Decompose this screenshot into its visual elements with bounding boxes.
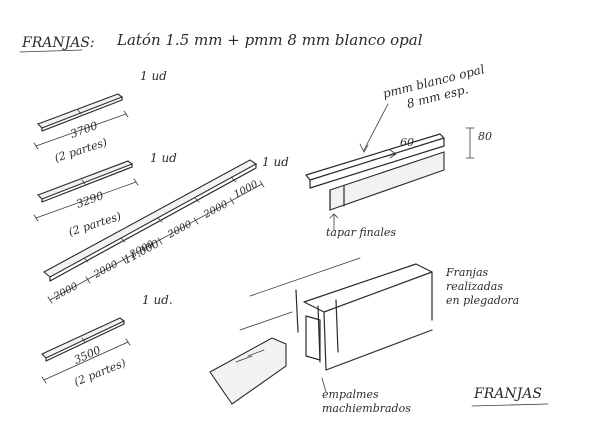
piece-3-segment-5: 2000	[201, 199, 230, 221]
assembly-label-2: realizadas	[446, 280, 503, 293]
piece-2-length: 3290	[75, 189, 106, 211]
assembly-label-1: Franjas	[445, 266, 489, 279]
piece-3-segment-6: 1000	[232, 179, 260, 201]
piece-1-qty: 1 ud	[140, 69, 167, 83]
profile-leader-line	[363, 103, 389, 151]
piece-2-dimension-line	[35, 181, 137, 219]
profile-width: 60	[400, 136, 414, 149]
profile-height-dimension	[465, 127, 475, 159]
piece-4-bar	[41, 317, 126, 362]
material-spec: Latón 1.5 mm + pmm 8 mm blanco opal	[116, 31, 423, 49]
piece-1-length: 3700	[69, 119, 100, 141]
footer-title: FRANJAS	[473, 386, 542, 402]
assembly-channel	[209, 257, 433, 405]
profile-height: 80	[478, 130, 492, 143]
piece-2-qty: 1 ud	[150, 151, 177, 165]
end-cap-arrow	[329, 213, 339, 231]
piece-1-bar	[37, 93, 124, 132]
piece-3-bar	[43, 159, 258, 282]
piece-3-total: 11.000	[121, 237, 161, 267]
joints-label-2: machiembrados	[322, 402, 411, 415]
piece-3-qty: 1 ud	[262, 155, 289, 169]
footer-title-underline	[471, 403, 549, 407]
piece-4-dimension-line	[43, 341, 129, 381]
joints-label-1: empalmes	[322, 388, 379, 401]
piece-1-dimension-line	[35, 113, 127, 147]
piece-2-bar	[37, 160, 134, 203]
end-cap-label: tapar finales	[326, 226, 396, 239]
assembly-label-3: en plegadora	[446, 294, 519, 307]
sheet-label-underline	[19, 49, 83, 53]
joints-leader-line	[321, 377, 327, 393]
piece-3-dimension-line	[49, 183, 263, 301]
piece-4-qty: 1 ud.	[142, 293, 173, 307]
piece-3-segment-2: 2000	[91, 259, 120, 281]
piece-1-parts: (2 partes)	[53, 136, 109, 165]
profile-channel	[305, 133, 445, 211]
piece-3-segment-1: 2000	[51, 281, 80, 303]
piece-3-segment-4: 2000	[165, 219, 194, 241]
sheet-label: FRANJAS:	[21, 35, 95, 51]
